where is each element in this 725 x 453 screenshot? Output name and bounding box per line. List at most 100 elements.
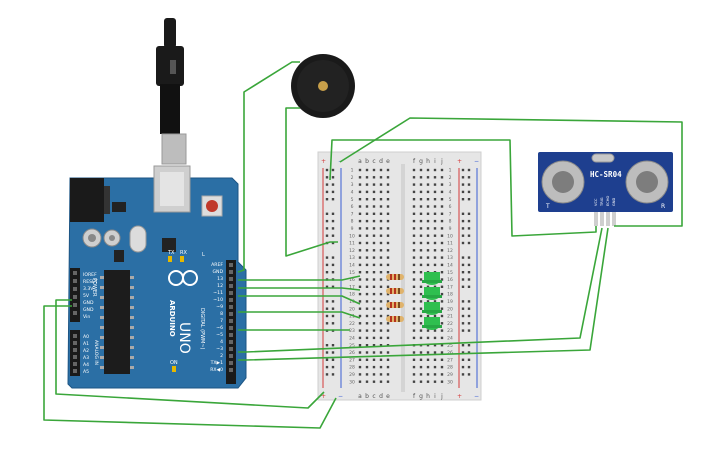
breadboard-hole <box>358 380 362 383</box>
rail-hole <box>461 351 465 354</box>
pin-label: ~9 <box>216 304 223 310</box>
l-label: L <box>202 252 205 258</box>
breadboard-hole <box>440 314 444 318</box>
breadboard-hole <box>426 183 430 186</box>
rail-hole <box>467 256 471 259</box>
rail-hole <box>461 373 465 376</box>
breadboard-hole <box>433 219 437 223</box>
sensor-pin-label: VCC <box>594 198 598 206</box>
breadboard-hole <box>365 292 369 296</box>
breadboard-hole <box>412 292 416 296</box>
breadboard-hole <box>426 249 430 252</box>
breadboard-hole <box>365 278 369 281</box>
breadboard-hole <box>365 227 369 230</box>
breadboard-hole <box>412 278 416 281</box>
breadboard-hole <box>386 365 390 369</box>
rail-hole <box>325 168 329 172</box>
green-led <box>422 272 442 285</box>
breadboard-hole <box>433 227 437 230</box>
row-number: 9 <box>351 226 354 232</box>
breadboard-hole <box>372 278 376 281</box>
column-label: j <box>440 158 443 165</box>
row-number: 6 <box>351 204 354 210</box>
breadboard-hole <box>379 344 383 347</box>
row-number: 30 <box>447 379 453 385</box>
breadboard-hole <box>440 219 444 223</box>
on-label: ON <box>170 360 178 366</box>
analog-pin-label: A3 <box>83 355 89 361</box>
breadboard-hole <box>372 344 376 347</box>
row-number: 23 <box>447 328 453 334</box>
breadboard-hole <box>440 176 444 179</box>
breadboard-hole <box>379 249 383 252</box>
power-pin-label: Vin <box>83 314 90 320</box>
row-number: 8 <box>449 219 452 225</box>
rail-minus-label: − <box>338 393 343 400</box>
breadboard-hole <box>426 365 430 369</box>
breadboard-hole <box>419 271 423 274</box>
breadboard-hole <box>372 292 376 296</box>
pin-label: TX▶1 <box>210 360 223 366</box>
rail-hole <box>467 190 471 194</box>
breadboard-hole <box>358 329 362 332</box>
breadboard-hole <box>358 307 362 310</box>
breadboard-hole <box>365 190 369 194</box>
row-number: 9 <box>449 226 452 232</box>
breadboard-hole <box>426 263 430 267</box>
power-pin-label: 5V <box>83 293 90 299</box>
breadboard-hole <box>412 256 416 259</box>
breadboard-hole <box>365 307 369 310</box>
rail-hole <box>325 344 329 347</box>
breadboard-hole <box>433 314 437 318</box>
breadboard-hole <box>386 168 390 172</box>
rail-hole <box>331 183 335 186</box>
analog-pin-label: A0 <box>83 334 89 340</box>
breadboard-hole <box>358 358 362 361</box>
breadboard: + + + + − − − − a b c d e f g h i j a b … <box>317 151 482 401</box>
breadboard-hole <box>386 190 390 194</box>
breadboard-hole <box>358 241 362 245</box>
breadboard-hole <box>412 322 416 325</box>
row-number: 11 <box>349 241 355 247</box>
breadboard-hole <box>412 234 416 237</box>
breadboard-hole <box>433 183 437 186</box>
breadboard-hole <box>440 351 444 354</box>
breadboard-hole <box>440 365 444 369</box>
rail-hole <box>325 263 329 267</box>
pin-label: ~10 <box>213 297 223 303</box>
row-number: 10 <box>349 233 355 239</box>
breadboard-hole <box>419 358 423 361</box>
breadboard-hole <box>365 329 369 332</box>
rail-hole <box>461 300 465 303</box>
breadboard-hole <box>365 263 369 267</box>
breadboard-hole <box>365 351 369 354</box>
row-number: 1 <box>351 168 354 174</box>
breadboard-hole <box>386 344 390 347</box>
rail-hole <box>467 219 471 223</box>
breadboard-hole <box>433 285 437 288</box>
resistor <box>386 316 404 322</box>
column-label: g <box>419 393 423 400</box>
breadboard-hole <box>433 212 437 215</box>
breadboard-hole <box>379 205 383 208</box>
breadboard-hole <box>440 373 444 376</box>
breadboard-hole <box>372 271 376 274</box>
breadboard-hole <box>386 263 390 267</box>
rail-hole <box>325 351 329 354</box>
breadboard-hole <box>419 365 423 369</box>
row-number: 26 <box>349 350 355 356</box>
power-pin-label: GND <box>83 300 94 306</box>
power-pin-label: RESET <box>83 279 98 285</box>
ultrasonic-sensor: HC-SR04 T R VCC TRIG ECHO GND <box>538 152 673 226</box>
breadboard-hole <box>365 241 369 245</box>
breadboard-hole <box>419 292 423 296</box>
breadboard-hole <box>419 256 423 259</box>
rail-hole <box>461 176 465 179</box>
breadboard-hole <box>365 271 369 274</box>
pin-label: ~6 <box>216 325 223 331</box>
rail-hole <box>331 314 335 318</box>
row-number: 6 <box>449 204 452 210</box>
breadboard-hole <box>412 329 416 332</box>
rail-hole <box>467 168 471 172</box>
rail-hole <box>467 322 471 325</box>
